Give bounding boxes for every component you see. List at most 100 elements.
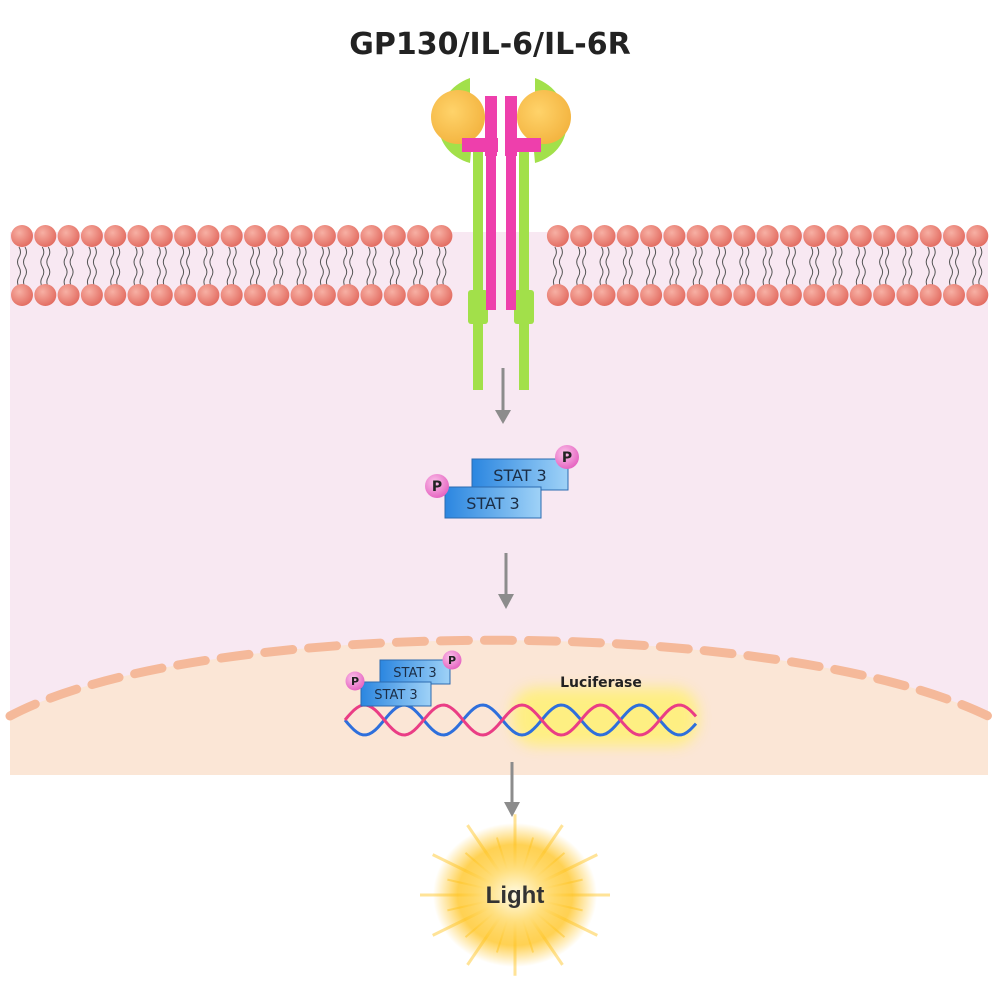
arrow-stat-to-nucleus — [498, 553, 514, 609]
cell-membrane — [11, 225, 989, 306]
lipid-head — [803, 284, 826, 306]
lipid-head — [80, 284, 103, 306]
luciferase-glow — [512, 688, 698, 746]
lipid-head — [244, 225, 266, 247]
lipid-tails — [133, 246, 144, 288]
lipid-head — [313, 284, 336, 306]
lipid-tails — [925, 246, 936, 288]
lipid-head — [826, 284, 849, 306]
lipid-head — [919, 284, 942, 306]
lipid-tails — [692, 246, 703, 288]
phosphate-badge-left — [425, 474, 449, 498]
lipid-head — [290, 225, 313, 247]
lipid-tails — [739, 246, 750, 288]
arrow-gene-to-light — [504, 762, 520, 817]
lipid-head — [220, 225, 243, 247]
stat3-dimer: STAT 3 STAT 3 P P — [425, 445, 579, 519]
nuclear-phosphate-badge-right — [442, 650, 462, 670]
lipid-head — [407, 284, 430, 306]
lipid-tails — [250, 246, 260, 288]
lipid-tails — [17, 246, 27, 288]
lipid-head — [127, 225, 150, 247]
lipid-head — [873, 284, 896, 306]
lipid-head — [57, 284, 80, 306]
lipid-tails — [599, 246, 610, 288]
lipid-tails — [436, 246, 447, 288]
lipid-tails — [716, 246, 726, 288]
lipid-tails — [40, 246, 51, 288]
lipid-tails — [809, 246, 820, 288]
nuclear-stat3-top — [379, 659, 451, 685]
lipid-head — [896, 284, 919, 306]
lipid-head — [80, 225, 103, 247]
il6-ligand-right — [517, 90, 571, 144]
lipid-head — [34, 284, 57, 306]
lipid-head — [756, 225, 779, 247]
luciferase-label: Luciferase — [560, 675, 642, 691]
lipid-head — [290, 284, 313, 306]
il6-ligand-left — [431, 90, 485, 144]
lipid-head — [104, 225, 127, 247]
phosphate-badge-right — [555, 445, 579, 469]
lipid-head — [11, 225, 33, 247]
lipid-head — [733, 225, 756, 247]
lipid-tails — [180, 246, 191, 288]
lipid-tails — [273, 246, 284, 288]
lipid-head — [430, 284, 453, 306]
lipid-head — [174, 284, 197, 306]
lipid-head — [546, 225, 569, 247]
lipid-head — [313, 225, 336, 247]
light-label: Light — [486, 882, 545, 909]
lipid-head — [383, 284, 406, 306]
light-burst: Light — [420, 814, 610, 976]
stat3-bottom-label: STAT 3 — [466, 494, 519, 513]
lipid-tails — [413, 246, 424, 288]
lipid-head — [663, 225, 686, 247]
lipid-head — [663, 284, 686, 306]
lipid-tails — [785, 246, 796, 288]
lipid-head — [383, 225, 406, 247]
lipid-head — [966, 225, 989, 247]
lipid-tails — [855, 246, 866, 288]
lipid-head — [430, 225, 453, 247]
lipid-head — [943, 225, 965, 247]
lipid-head — [849, 225, 872, 247]
arrow-receptor-to-stat — [495, 368, 511, 424]
lipid-head — [593, 284, 616, 306]
lipid-head — [57, 225, 80, 247]
lipid-tails — [319, 246, 330, 288]
lipid-head — [779, 284, 802, 306]
lipid-tails — [646, 246, 657, 288]
nucleus — [10, 640, 988, 775]
lipid-tails — [86, 246, 97, 288]
nuclear-stat3-dimer: STAT 3 STAT 3 P P — [345, 650, 462, 707]
lipid-tails — [226, 246, 237, 288]
il6r-receptor-left — [462, 96, 498, 310]
lipid-head — [616, 225, 639, 247]
light-glow — [433, 823, 597, 967]
lipid-head — [570, 225, 593, 247]
lipid-head — [849, 284, 872, 306]
lipid-tails — [879, 246, 890, 288]
lipid-head — [127, 284, 150, 306]
lipid-tails — [343, 246, 354, 288]
lipid-tails — [576, 246, 587, 288]
lipid-head — [710, 284, 732, 306]
stat3-bottom — [444, 486, 542, 519]
diagram-title: GP130/IL-6/IL-6R — [349, 27, 630, 62]
lipid-tails — [622, 246, 633, 288]
lipid-tails — [949, 246, 959, 288]
nuclear-phosphate-label-right: P — [448, 654, 456, 667]
lipid-head — [34, 225, 57, 247]
nuclear-stat3-top-label: STAT 3 — [393, 666, 436, 681]
lipid-head — [174, 225, 197, 247]
nuclear-stat3-bottom-label: STAT 3 — [374, 688, 417, 703]
lipid-head — [803, 225, 826, 247]
lipid-head — [616, 284, 639, 306]
lipid-head — [360, 284, 383, 306]
nuclear-phosphate-badge-left — [345, 671, 365, 691]
lipid-tails — [389, 246, 400, 288]
phosphate-label-right: P — [562, 450, 572, 466]
lipid-head — [244, 284, 266, 306]
lipid-head — [919, 225, 942, 247]
